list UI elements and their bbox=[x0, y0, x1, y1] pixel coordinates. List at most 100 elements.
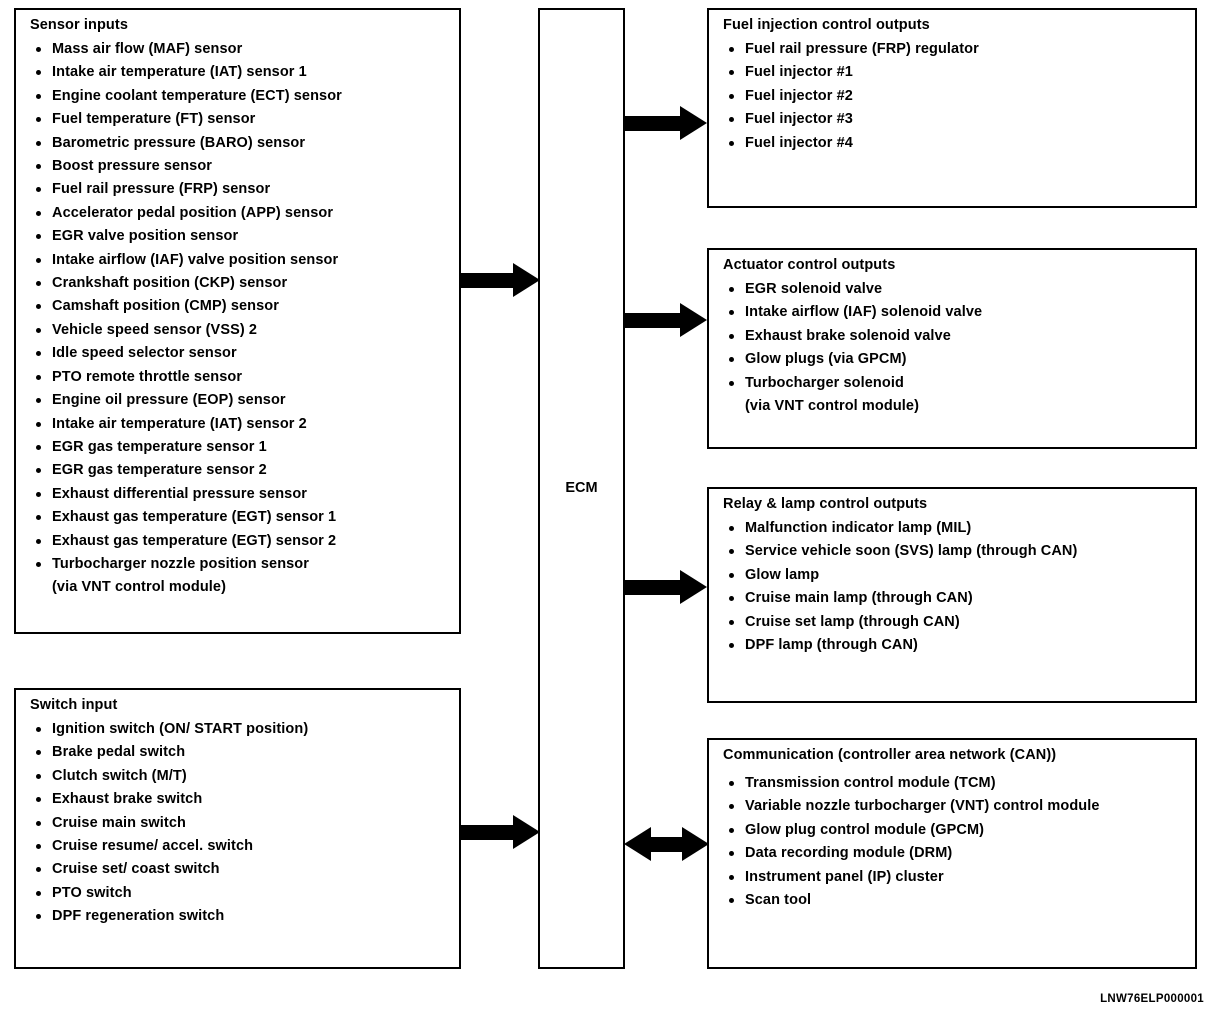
list-item: DPF regeneration switch bbox=[32, 905, 453, 928]
list-item-label: Variable nozzle turbocharger (VNT) contr… bbox=[745, 798, 1100, 815]
list-item-label: Instrument panel (IP) cluster bbox=[745, 868, 944, 885]
list-item-label: Mass air flow (MAF) sensor bbox=[52, 41, 243, 57]
list-item: Cruise main lamp (through CAN) bbox=[725, 587, 1189, 610]
list-item-label: Camshaft position (CMP) sensor bbox=[52, 298, 279, 315]
list-item-label: Intake air temperature (IAT) sensor 1 bbox=[52, 64, 307, 81]
arrow-switch-input-to-ecm bbox=[461, 815, 540, 849]
list-item-label: Intake airflow (IAF) valve position sens… bbox=[52, 251, 339, 268]
ecm-box: ECM bbox=[538, 8, 625, 969]
list-item: Ignition switch (ON/ START position) bbox=[32, 718, 453, 741]
list-item: Fuel injector #3 bbox=[725, 108, 1189, 131]
list-item-label: EGR valve position sensor bbox=[52, 228, 239, 245]
list-item: Accelerator pedal position (APP) sensor bbox=[32, 202, 453, 225]
list-item-continuation-label: (via VNT control module) bbox=[745, 398, 919, 415]
list-item: Turbocharger nozzle position sensor bbox=[32, 553, 453, 576]
arrow-ecm-to-communication-bidirectional bbox=[624, 827, 709, 861]
actuator-outputs-title: Actuator control outputs bbox=[723, 257, 896, 273]
list-item-label: Vehicle speed sensor (VSS) 2 bbox=[52, 321, 258, 338]
list-item-label: Engine oil pressure (EOP) sensor bbox=[52, 392, 286, 409]
communication-list: Transmission control module (TCM) Variabl… bbox=[725, 772, 1189, 912]
list-item-label: PTO remote throttle sensor bbox=[52, 368, 243, 385]
list-item: Camshaft position (CMP) sensor bbox=[32, 295, 453, 318]
list-item-label: Fuel rail pressure (FRP) regulator bbox=[745, 41, 979, 57]
list-item-label: Turbocharger nozzle position sensor bbox=[52, 555, 310, 572]
list-item: Cruise set/ coast switch bbox=[32, 858, 453, 881]
list-item-label: Exhaust gas temperature (EGT) sensor 1 bbox=[52, 509, 337, 526]
list-item: Exhaust gas temperature (EGT) sensor 1 bbox=[32, 506, 453, 529]
list-item: DPF lamp (through CAN) bbox=[725, 634, 1189, 657]
ecm-label: ECM bbox=[565, 480, 598, 496]
list-item: Cruise main switch bbox=[32, 812, 453, 835]
list-item-label: DPF regeneration switch bbox=[52, 908, 225, 925]
list-item: Exhaust differential pressure sensor bbox=[32, 483, 453, 506]
list-item: Intake airflow (IAF) solenoid valve bbox=[725, 301, 1189, 324]
list-item-label: Exhaust brake switch bbox=[52, 791, 203, 808]
list-item-label: Crankshaft position (CKP) sensor bbox=[52, 275, 288, 292]
list-item: Engine oil pressure (EOP) sensor bbox=[32, 389, 453, 412]
list-item-label: EGR gas temperature sensor 1 bbox=[52, 438, 267, 455]
relay-lamp-outputs-list: Malfunction indicator lamp (MIL)Service … bbox=[725, 517, 1189, 657]
list-item-label: Accelerator pedal position (APP) sensor bbox=[52, 204, 334, 221]
list-item-label: Fuel injector #3 bbox=[745, 111, 853, 128]
list-item-label: Glow plug control module (GPCM) bbox=[745, 821, 985, 838]
list-item-label: Exhaust brake solenoid valve bbox=[745, 327, 951, 344]
list-item-continuation: (via VNT control module) bbox=[725, 395, 1189, 418]
list-item: Glow lamp bbox=[725, 564, 1189, 587]
list-item: Data recording module (DRM) bbox=[725, 842, 1189, 865]
list-item-label: Fuel injector #2 bbox=[745, 87, 853, 104]
communication-title: Communication (controller area network (… bbox=[723, 747, 1057, 763]
list-item-label: Exhaust differential pressure sensor bbox=[52, 485, 308, 502]
list-item: Intake air temperature (IAT) sensor 1 bbox=[32, 61, 453, 84]
arrow-sensor-inputs-to-ecm bbox=[461, 263, 540, 297]
list-item: Barometric pressure (BARO) sensor bbox=[32, 132, 453, 155]
switch-input-box: Switch input Ignition switch (ON/ START … bbox=[14, 688, 461, 969]
actuator-outputs-box: Actuator control outputs EGR solenoid va… bbox=[707, 248, 1197, 449]
list-item: Boost pressure sensor bbox=[32, 155, 453, 178]
arrow-ecm-to-fuel-injection bbox=[624, 106, 709, 140]
list-item: EGR solenoid valve bbox=[725, 278, 1189, 301]
list-item-label: Fuel injector #1 bbox=[745, 64, 853, 81]
list-item-label: Brake pedal switch bbox=[52, 744, 186, 761]
list-item: Fuel rail pressure (FRP) regulator bbox=[725, 38, 1189, 61]
sensor-inputs-box: Sensor inputs Mass air flow (MAF) sensor… bbox=[14, 8, 461, 634]
list-item-label: PTO switch bbox=[52, 884, 132, 901]
list-item: EGR valve position sensor bbox=[32, 225, 453, 248]
list-item-label: EGR solenoid valve bbox=[745, 281, 883, 297]
list-item-label: Cruise set/ coast switch bbox=[52, 861, 220, 878]
list-item: Exhaust brake solenoid valve bbox=[725, 325, 1189, 348]
list-item: Vehicle speed sensor (VSS) 2 bbox=[32, 319, 453, 342]
list-item: PTO remote throttle sensor bbox=[32, 366, 453, 389]
list-item-label: Cruise resume/ accel. switch bbox=[52, 838, 254, 855]
list-item-label: Fuel injector #4 bbox=[745, 134, 853, 151]
list-item: Turbocharger solenoid bbox=[725, 372, 1189, 395]
list-item: Glow plug control module (GPCM) bbox=[725, 819, 1189, 842]
switch-input-list: Ignition switch (ON/ START position) Brak… bbox=[32, 718, 453, 929]
list-item-label: Fuel temperature (FT) sensor bbox=[52, 111, 256, 128]
list-item: Fuel injector #4 bbox=[725, 132, 1189, 155]
list-item-label: Idle speed selector sensor bbox=[52, 345, 237, 362]
list-item: Crankshaft position (CKP) sensor bbox=[32, 272, 453, 295]
list-item-label: Fuel rail pressure (FRP) sensor bbox=[52, 181, 271, 198]
list-item: Glow plugs (via GPCM) bbox=[725, 348, 1189, 371]
list-item-label: Glow lamp bbox=[745, 566, 820, 583]
list-item-label: EGR gas temperature sensor 2 bbox=[52, 462, 267, 479]
list-item: Cruise resume/ accel. switch bbox=[32, 835, 453, 858]
list-item: Fuel injector #2 bbox=[725, 85, 1189, 108]
relay-lamp-outputs-title: Relay & lamp control outputs bbox=[723, 496, 928, 512]
list-item-label: Intake airflow (IAF) solenoid valve bbox=[745, 304, 983, 321]
list-item: Service vehicle soon (SVS) lamp (through… bbox=[725, 540, 1189, 563]
list-item: Malfunction indicator lamp (MIL) bbox=[725, 517, 1189, 540]
list-item: Intake airflow (IAF) valve position sens… bbox=[32, 249, 453, 272]
list-item-label: Engine coolant temperature (ECT) sensor bbox=[52, 87, 342, 104]
communication-box: Communication (controller area network (… bbox=[707, 738, 1197, 969]
list-item: Instrument panel (IP) cluster bbox=[725, 866, 1189, 889]
list-item-label: Data recording module (DRM) bbox=[745, 845, 953, 862]
fuel-injection-outputs-title: Fuel injection control outputs bbox=[723, 17, 930, 33]
list-item-label: Turbocharger solenoid bbox=[745, 374, 904, 391]
list-item: Cruise set lamp (through CAN) bbox=[725, 611, 1189, 634]
list-item: Fuel injector #1 bbox=[725, 61, 1189, 84]
list-item-label: Transmission control module (TCM) bbox=[745, 775, 996, 791]
